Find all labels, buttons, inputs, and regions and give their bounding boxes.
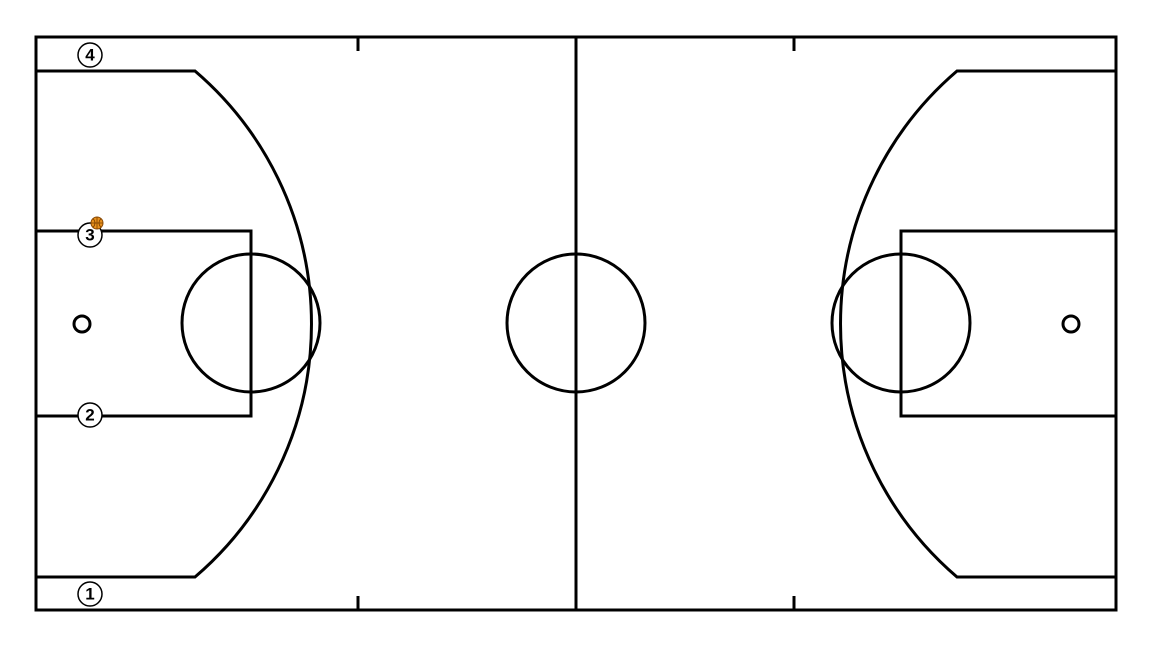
free-throw-circle-left	[180, 252, 322, 394]
basketball-icon	[90, 216, 104, 230]
player-2-label: 2	[85, 406, 94, 425]
player-1-marker[interactable]: 1	[77, 581, 103, 607]
player-4-label: 4	[85, 46, 95, 65]
free-throw-circle-right	[830, 252, 972, 394]
player-1-circle	[77, 581, 103, 607]
three-point-line-left	[36, 69, 313, 579]
key-right	[899, 229, 1116, 418]
player-2-marker[interactable]: 2	[77, 402, 103, 428]
player-1-label: 1	[85, 585, 94, 604]
three-point-line-right	[839, 69, 1116, 579]
basket-right	[1061, 314, 1081, 334]
center-circle	[505, 252, 647, 394]
player-2-circle	[77, 402, 103, 428]
player-4-marker[interactable]: 4	[77, 42, 103, 68]
basket-left	[72, 314, 92, 334]
player-3-label: 3	[85, 226, 94, 245]
player-4-circle	[77, 42, 103, 68]
key-left	[36, 229, 253, 418]
